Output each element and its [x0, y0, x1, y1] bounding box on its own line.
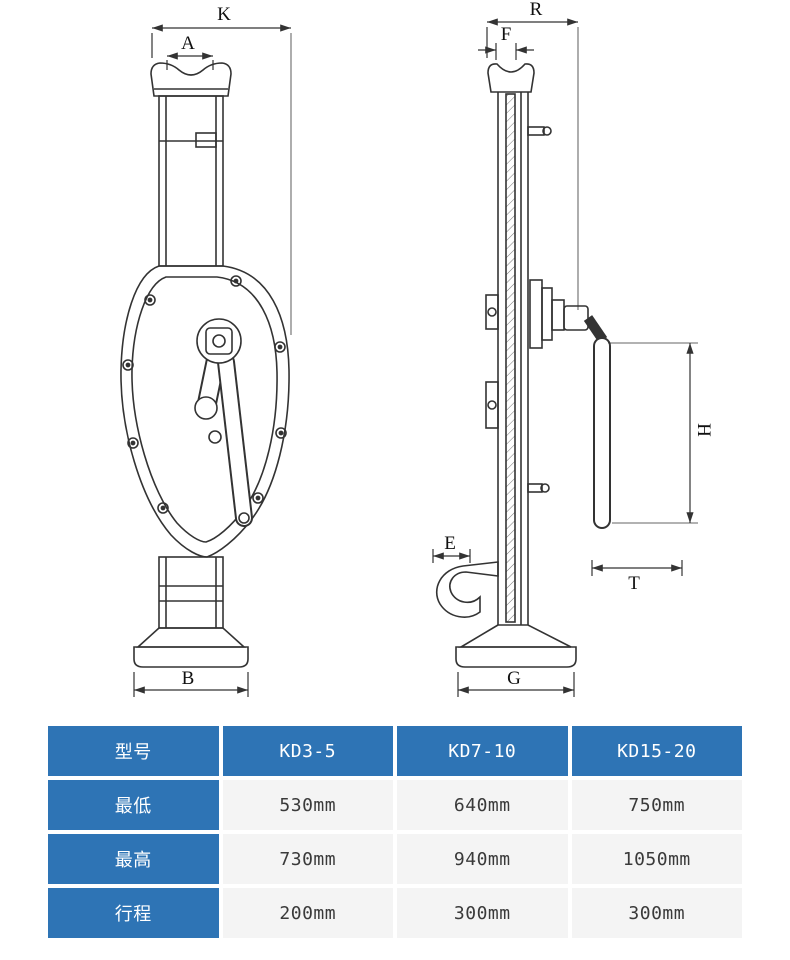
dim-label-t: T	[628, 573, 640, 594]
front-upper-column	[158, 95, 224, 267]
table-header-kd15-20: KD15-20	[571, 726, 742, 776]
dimension-lines	[133, 18, 698, 697]
table-header-model: 型号	[48, 726, 219, 776]
front-saddle	[150, 62, 232, 97]
front-housing-bolts	[122, 275, 287, 514]
front-view	[120, 62, 290, 668]
side-rack-bar	[505, 93, 516, 623]
cell-max-kd3-5: 730mm	[222, 834, 393, 884]
row-label-max-height: 最高	[48, 834, 219, 884]
front-lower-column	[158, 556, 224, 629]
dim-label-e: E	[444, 533, 456, 554]
side-crank-assembly	[529, 279, 611, 529]
spec-table: 型号 KD3-5 KD7-10 KD15-20 最低 530mm 640mm 7…	[48, 726, 742, 938]
dim-label-r: R	[530, 0, 543, 20]
cell-max-kd7-10: 940mm	[397, 834, 568, 884]
row-label-stroke: 行程	[48, 888, 219, 938]
jack-technical-drawing: K A B R F E G H T	[120, 0, 714, 697]
cell-min-kd3-5: 530mm	[222, 780, 393, 830]
side-view	[435, 63, 611, 668]
front-base	[135, 627, 247, 648]
dim-label-b: B	[182, 668, 195, 689]
drawing-svg: K A B R F E G H T	[120, 0, 714, 697]
cell-min-kd15-20: 750mm	[571, 780, 742, 830]
row-label-min-height: 最低	[48, 780, 219, 830]
cell-stroke-kd3-5: 200mm	[222, 888, 393, 938]
dim-label-a: A	[181, 33, 195, 54]
dim-label-g: G	[507, 668, 521, 689]
cell-max-kd15-20: 1050mm	[571, 834, 742, 884]
side-saddle	[487, 63, 535, 93]
table-header-kd3-5: KD3-5	[222, 726, 393, 776]
side-lifting-claw	[435, 561, 499, 618]
dim-label-f: F	[501, 24, 512, 45]
table-header-kd7-10: KD7-10	[397, 726, 568, 776]
cell-stroke-kd7-10: 300mm	[397, 888, 568, 938]
side-base	[458, 624, 572, 648]
cell-min-kd7-10: 640mm	[397, 780, 568, 830]
dim-label-h: H	[693, 423, 714, 437]
cell-stroke-kd15-20: 300mm	[571, 888, 742, 938]
dim-label-k: K	[217, 4, 231, 25]
